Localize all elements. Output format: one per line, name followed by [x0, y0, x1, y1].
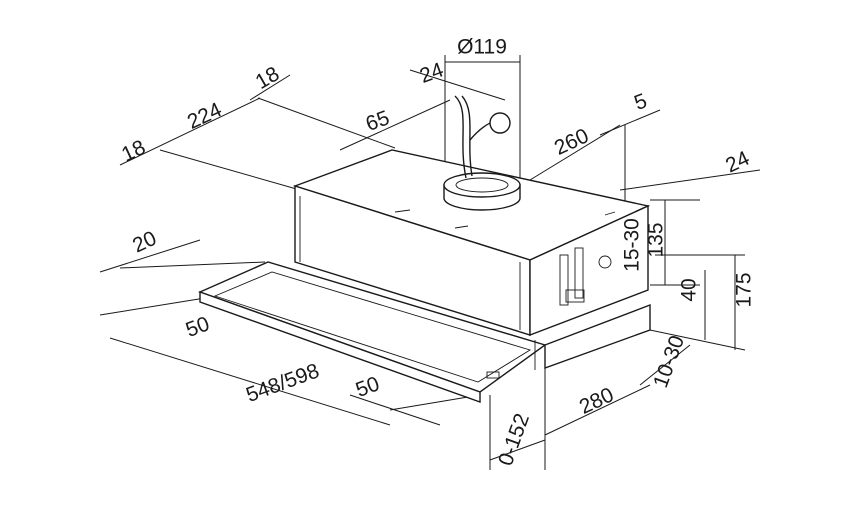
label-extension-0-152: 0-152 [494, 411, 534, 469]
dimension-lines [99, 55, 761, 470]
telescopic-tray [198, 261, 651, 403]
label-top-left-offset: 18 [252, 62, 284, 94]
label-duct-offset: 24 [417, 58, 447, 88]
label-depth-224: 224 [184, 98, 226, 134]
label-duct-diameter: Ø119 [457, 36, 507, 59]
label-back-5: 5 [631, 89, 650, 115]
label-right-24: 24 [722, 147, 753, 178]
label-depth-260: 260 [551, 124, 592, 160]
label-left-20: 20 [129, 227, 160, 258]
label-left-edge-18: 18 [118, 136, 149, 167]
label-depth-10-30: 10-30 [649, 333, 689, 391]
label-height-135: 135 [645, 222, 668, 257]
duct-collar [443, 95, 521, 211]
label-height-15-30: 15-30 [621, 218, 644, 272]
label-depth-65: 65 [363, 106, 393, 136]
label-height-175: 175 [733, 272, 756, 307]
label-depth-280: 280 [576, 383, 617, 419]
label-left-50: 50 [183, 312, 213, 342]
label-height-40: 40 [678, 278, 701, 301]
